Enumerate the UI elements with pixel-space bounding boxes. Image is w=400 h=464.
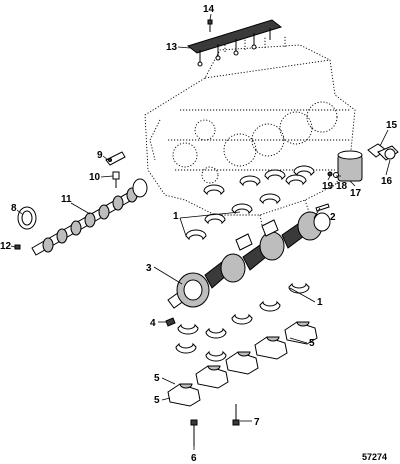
lifter-guide-bar	[186, 19, 283, 67]
figure-number: 57274	[362, 452, 387, 462]
callout-9: 9	[97, 150, 103, 161]
crankshaft	[167, 211, 331, 309]
callout-18: 18	[336, 181, 348, 192]
callout-5-right: 5	[309, 338, 315, 349]
upper-main-bearings	[185, 165, 315, 241]
callout-8: 8	[11, 203, 17, 214]
callout-1-lower: 1	[317, 297, 323, 308]
callout-11: 11	[61, 194, 72, 205]
callout-1-upper: 1	[173, 211, 179, 222]
callout-5-mid: 5	[154, 373, 160, 384]
cam-key-12	[14, 244, 21, 250]
callout-14: 14	[203, 4, 215, 15]
callout-12: 12	[0, 241, 12, 252]
callout-2: 2	[330, 212, 336, 223]
callout-labels: 1 1 2 3 4 5 5 5 6 7 8 9 10 11 12 13 14 1…	[0, 4, 398, 464]
camshaft	[31, 178, 148, 256]
lower-main-bearings	[175, 282, 310, 362]
callout-3: 3	[146, 263, 152, 274]
callout-5-left: 5	[154, 395, 160, 406]
main-bearing-caps	[167, 321, 318, 407]
callout-10: 10	[89, 172, 101, 183]
callout-7: 7	[254, 417, 260, 428]
callout-4: 4	[150, 318, 156, 329]
callout-16: 16	[381, 176, 393, 187]
cap-bolts	[190, 404, 240, 446]
cam-thrust-retainer	[105, 151, 126, 188]
callout-15: 15	[386, 120, 398, 131]
dowel-pin-2	[315, 203, 330, 212]
woodruff-key-4	[165, 317, 176, 327]
callout-17: 17	[350, 188, 362, 199]
callout-19: 19	[322, 181, 334, 192]
bolt-14-icon	[207, 19, 213, 32]
leader-lines	[10, 13, 391, 450]
callout-13: 13	[166, 42, 178, 53]
callout-6: 6	[191, 453, 197, 464]
sensor-filter-cluster	[327, 143, 399, 182]
engine-block	[144, 35, 356, 226]
